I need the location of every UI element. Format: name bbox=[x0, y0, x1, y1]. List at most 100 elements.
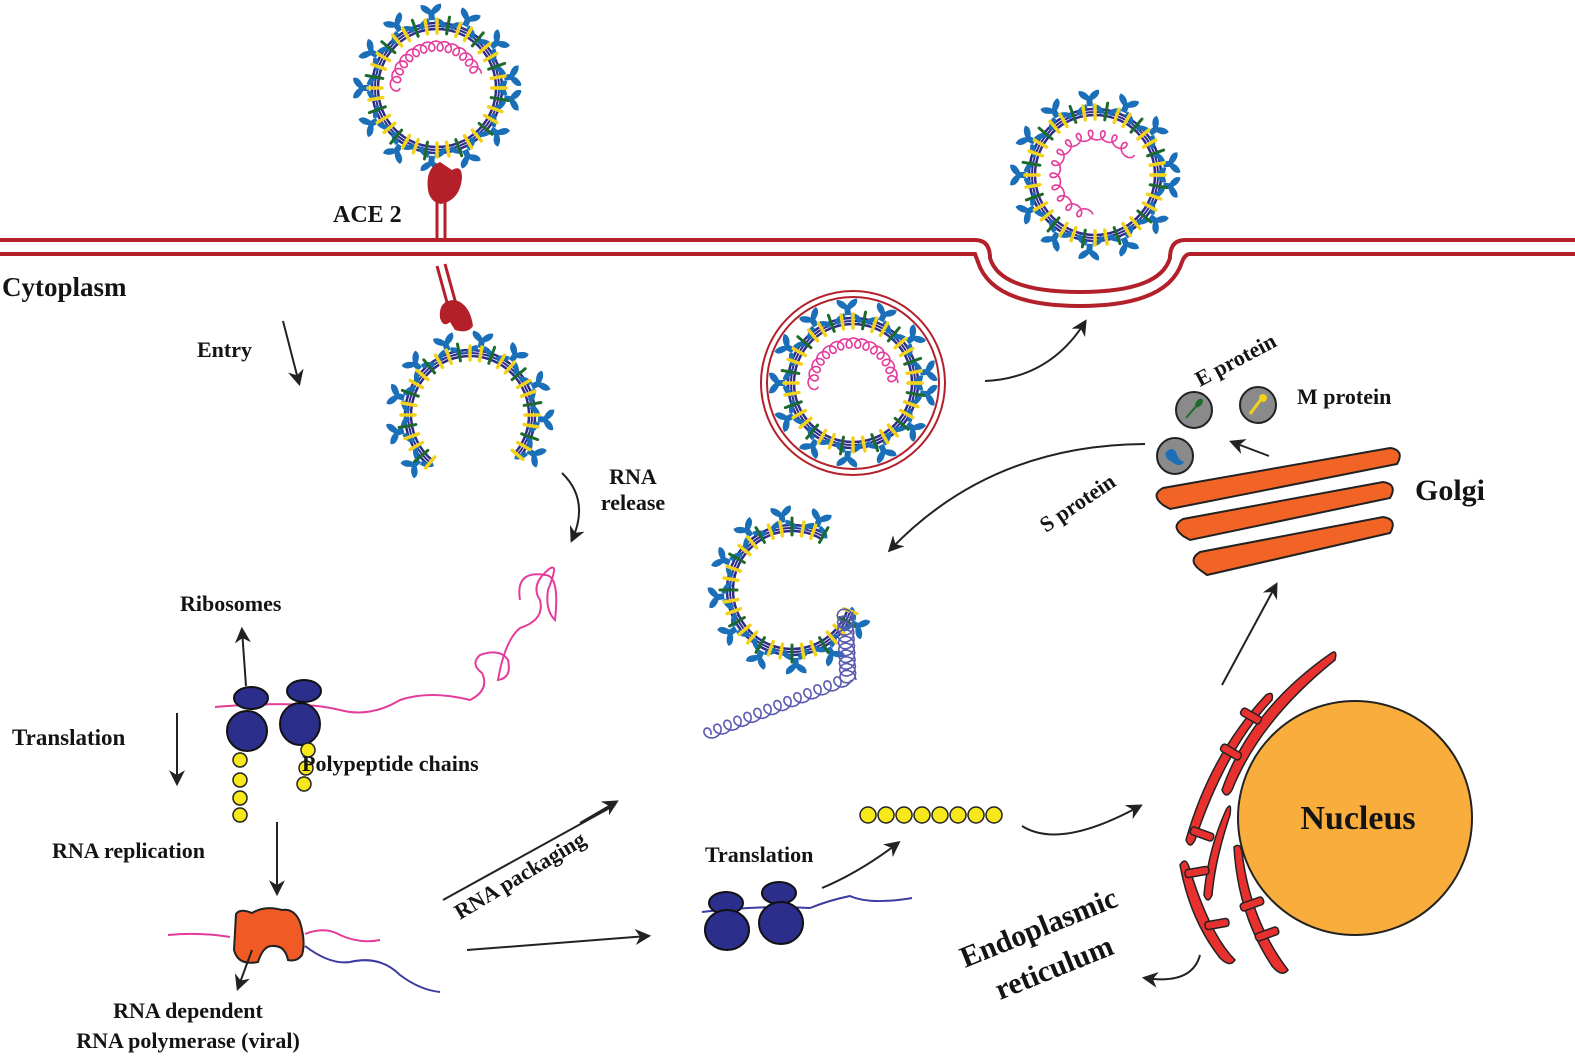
amino-acid-bead bbox=[859, 806, 877, 824]
m-protein-marker bbox=[503, 360, 517, 375]
m-protein-marker bbox=[766, 523, 775, 541]
e-protein-marker bbox=[1024, 192, 1044, 202]
m-protein-marker bbox=[1048, 119, 1061, 134]
polypeptide-chains-left bbox=[232, 742, 316, 823]
m-protein-marker bbox=[799, 520, 806, 538]
e-protein-marker bbox=[1068, 104, 1078, 124]
m-protein-marker bbox=[400, 401, 418, 408]
rna-release-label-1: RNA bbox=[609, 464, 657, 489]
m-protein-marker bbox=[510, 448, 525, 462]
m-protein-marker bbox=[477, 41, 492, 55]
amino-acid-bead bbox=[296, 776, 312, 792]
amino-acid-bead bbox=[300, 742, 316, 758]
s-protein-label: S protein bbox=[1035, 468, 1120, 537]
rna-release-label-2: release bbox=[601, 490, 666, 515]
e-protein-marker bbox=[389, 128, 404, 145]
e-protein-marker bbox=[477, 121, 494, 136]
amino-acid-bead bbox=[967, 806, 985, 824]
e-protein-marker bbox=[1021, 160, 1042, 167]
m-protein-marker bbox=[870, 316, 879, 334]
m-protein-marker bbox=[1145, 192, 1163, 201]
translation-middle-arrow bbox=[821, 841, 901, 889]
e-protein-marker bbox=[470, 31, 485, 48]
m-protein-marker bbox=[444, 140, 451, 158]
m-protein-marker bbox=[515, 378, 532, 390]
m-protein-marker bbox=[411, 137, 420, 155]
e-protein-marker bbox=[1103, 101, 1110, 122]
m-protein-marker bbox=[1027, 149, 1045, 158]
rdrp-label-1: RNA dependent bbox=[113, 998, 263, 1023]
e-protein-marker bbox=[1129, 117, 1144, 134]
ribosomes-left bbox=[226, 679, 322, 752]
rna-coil bbox=[1049, 129, 1136, 218]
proteins-to-assembly-arrow bbox=[887, 443, 1146, 553]
m-protein-marker bbox=[390, 33, 404, 48]
m-protein-marker bbox=[725, 564, 743, 573]
rna-replication-label: RNA replication bbox=[52, 838, 205, 863]
m-protein-marker bbox=[482, 113, 499, 125]
m-protein-marker bbox=[1058, 112, 1069, 129]
m-protein-marker bbox=[1069, 225, 1078, 243]
e-protein-marker bbox=[455, 342, 462, 363]
envelope-inner bbox=[792, 322, 914, 444]
rna-release-arrow bbox=[561, 472, 585, 543]
envelope-middle bbox=[407, 352, 533, 464]
m-protein-marker bbox=[809, 639, 818, 657]
nucleus-label: Nucleus bbox=[1300, 800, 1415, 837]
m-protein-marker bbox=[791, 408, 808, 420]
m-protein-marker bbox=[898, 408, 915, 420]
amino-acid-bead bbox=[949, 806, 967, 824]
m-protein-marker bbox=[809, 523, 818, 541]
ace2-receptor bbox=[427, 162, 462, 240]
m-protein-marker bbox=[783, 390, 801, 397]
m-protein-marker bbox=[415, 368, 430, 382]
amino-acid-bead bbox=[298, 760, 314, 776]
e-protein-marker bbox=[1046, 216, 1061, 233]
viral-rna-negative-strand-coil bbox=[703, 608, 857, 739]
m-protein-marker bbox=[778, 520, 785, 538]
e-protein-vesicle bbox=[1175, 391, 1213, 429]
amino-acid-bead bbox=[232, 772, 248, 788]
m-protein-marker bbox=[766, 639, 775, 657]
ribosomes-middle bbox=[701, 881, 913, 951]
m-protein-marker bbox=[816, 321, 828, 338]
m-protein-marker bbox=[1112, 107, 1121, 125]
m-protein-marker bbox=[400, 133, 412, 150]
ribosomes-label: Ribosomes bbox=[180, 591, 282, 616]
m-protein-marker bbox=[1141, 201, 1158, 212]
m-protein-marker bbox=[832, 623, 847, 637]
m-protein-marker bbox=[1081, 104, 1088, 122]
rna-packaging-arrow bbox=[579, 800, 619, 824]
e-protein-marker bbox=[364, 73, 385, 80]
m-protein-marker bbox=[375, 51, 392, 63]
e-protein-marker bbox=[886, 326, 901, 343]
m-protein-marker bbox=[519, 389, 537, 398]
m-protein-marker bbox=[1129, 216, 1142, 231]
m-protein-marker bbox=[489, 74, 507, 81]
m-protein-marker bbox=[1032, 138, 1049, 149]
m-protein-marker bbox=[444, 348, 453, 366]
e-protein-marker bbox=[520, 432, 540, 442]
m-protein-marker bbox=[477, 345, 484, 363]
e-protein-marker bbox=[1080, 228, 1087, 249]
e-protein-marker bbox=[754, 526, 766, 544]
e-protein-marker bbox=[400, 388, 420, 398]
e-protein-marker bbox=[818, 636, 830, 654]
to-er-arrow bbox=[1021, 804, 1143, 836]
m-protein-marker bbox=[403, 432, 421, 441]
translation-middle-label: Translation bbox=[705, 842, 813, 867]
m-protein-marker bbox=[470, 128, 484, 143]
e-protein-marker bbox=[410, 18, 420, 38]
amino-acid-bead bbox=[913, 806, 931, 824]
m-protein-marker bbox=[798, 416, 813, 430]
e-protein-marker bbox=[780, 368, 801, 375]
m-protein-marker bbox=[898, 346, 915, 358]
m-protein-marker bbox=[408, 440, 425, 452]
m-protein-marker bbox=[737, 623, 752, 637]
m-protein-marker bbox=[860, 435, 867, 453]
e-protein-marker bbox=[397, 423, 418, 430]
virus-particle-budding bbox=[1010, 89, 1181, 261]
cytoplasm-label: Cytoplasm bbox=[2, 272, 127, 302]
m-protein-marker bbox=[462, 133, 474, 150]
m-protein-marker bbox=[825, 630, 839, 645]
